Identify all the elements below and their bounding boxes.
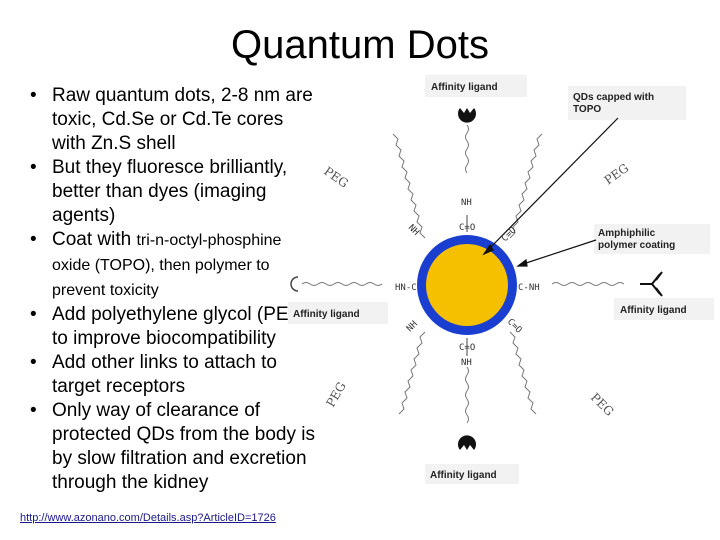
nh-label: NH: [461, 198, 472, 208]
label-qds-capped: QDs capped with: [573, 92, 654, 103]
hnc-label: HN-C: [395, 283, 417, 293]
bullet-item: Raw quantum dots, 2-8 nm are toxic, Cd.S…: [20, 84, 320, 156]
nh-label: NH: [406, 223, 421, 238]
co-label: C=O: [505, 317, 524, 336]
bullet-item: Add polyethylene glycol (PEG) to improve…: [20, 303, 320, 351]
bullet-item: But they fluoresce brilliantly, better t…: [20, 156, 320, 228]
label-box: [594, 224, 710, 254]
bullet-text: Only way of clearance of protected QDs f…: [52, 400, 315, 493]
label-affinity-bottom: Affinity ligand: [430, 470, 497, 481]
label-box: [568, 86, 686, 120]
peg-chain-ur: [509, 133, 543, 239]
label-affinity-right: Affinity ligand: [620, 305, 687, 316]
co-label: C=O: [459, 223, 475, 233]
label-amphiphilic: Amphiphilic: [598, 228, 656, 239]
label-box: [614, 298, 714, 320]
ligand-top-icon: [458, 108, 476, 123]
peg-chain-bottom: [465, 366, 469, 424]
cnh-label: C-NH: [518, 283, 540, 293]
peg-chain-top: [465, 124, 469, 174]
bullet-text: Raw quantum dots, 2-8 nm are toxic, Cd.S…: [52, 85, 313, 154]
label-box: [288, 302, 388, 324]
label-amphiphilic-2: polymer coating: [598, 240, 675, 251]
bullet-text: Add polyethylene glycol (PEG) to improve…: [52, 304, 310, 349]
nh-label: NH: [461, 358, 472, 368]
label-box: [425, 75, 527, 97]
bullet-list: Raw quantum dots, 2-8 nm are toxic, Cd.S…: [20, 84, 320, 495]
peg-label: PEG: [588, 390, 617, 419]
peg-chain-lr: [509, 331, 537, 415]
bullet-text-small: tri-n-octyl-phosphine oxide (TOPO), then…: [52, 232, 282, 299]
co-label: C=O: [500, 226, 519, 245]
peg-label: PEG: [321, 164, 351, 191]
peg-chain-ul: [392, 133, 426, 239]
source-link[interactable]: http://www.azonano.com/Details.asp?Artic…: [20, 512, 276, 524]
pointer-topo: [483, 117, 619, 255]
peg-label: PEG: [323, 380, 348, 410]
slide-title: Quantum Dots: [231, 23, 489, 67]
bullet-item: Only way of clearance of protected QDs f…: [20, 399, 320, 495]
label-box: [425, 464, 519, 484]
peg-chain-right: [551, 282, 625, 286]
qd-core: [426, 244, 508, 326]
co-label: C=O: [459, 343, 475, 353]
ligand-bottom-icon: [458, 435, 476, 450]
pointer-polymer: [519, 239, 597, 266]
antibody-icon: [640, 271, 663, 297]
label-affinity-left: Affinity ligand: [293, 309, 360, 320]
peg-chain-ll: [398, 331, 426, 415]
bullet-text: Add other links to attach to target rece…: [52, 352, 277, 397]
label-affinity-top: Affinity ligand: [431, 82, 498, 93]
ligand-left-icon: [290, 276, 299, 292]
nh-label: NH: [405, 319, 420, 334]
label-qds-capped-2: TOPO: [573, 104, 601, 115]
bullet-text: Coat with: [52, 229, 137, 250]
bullet-item: Add other links to attach to target rece…: [20, 351, 320, 399]
peg-label: PEG: [602, 161, 632, 188]
peg-chain-left: [301, 282, 383, 286]
bullet-item: Coat with tri-n-octyl-phosphine oxide (T…: [20, 228, 320, 303]
bullet-text: But they fluoresce brilliantly, better t…: [52, 157, 288, 226]
